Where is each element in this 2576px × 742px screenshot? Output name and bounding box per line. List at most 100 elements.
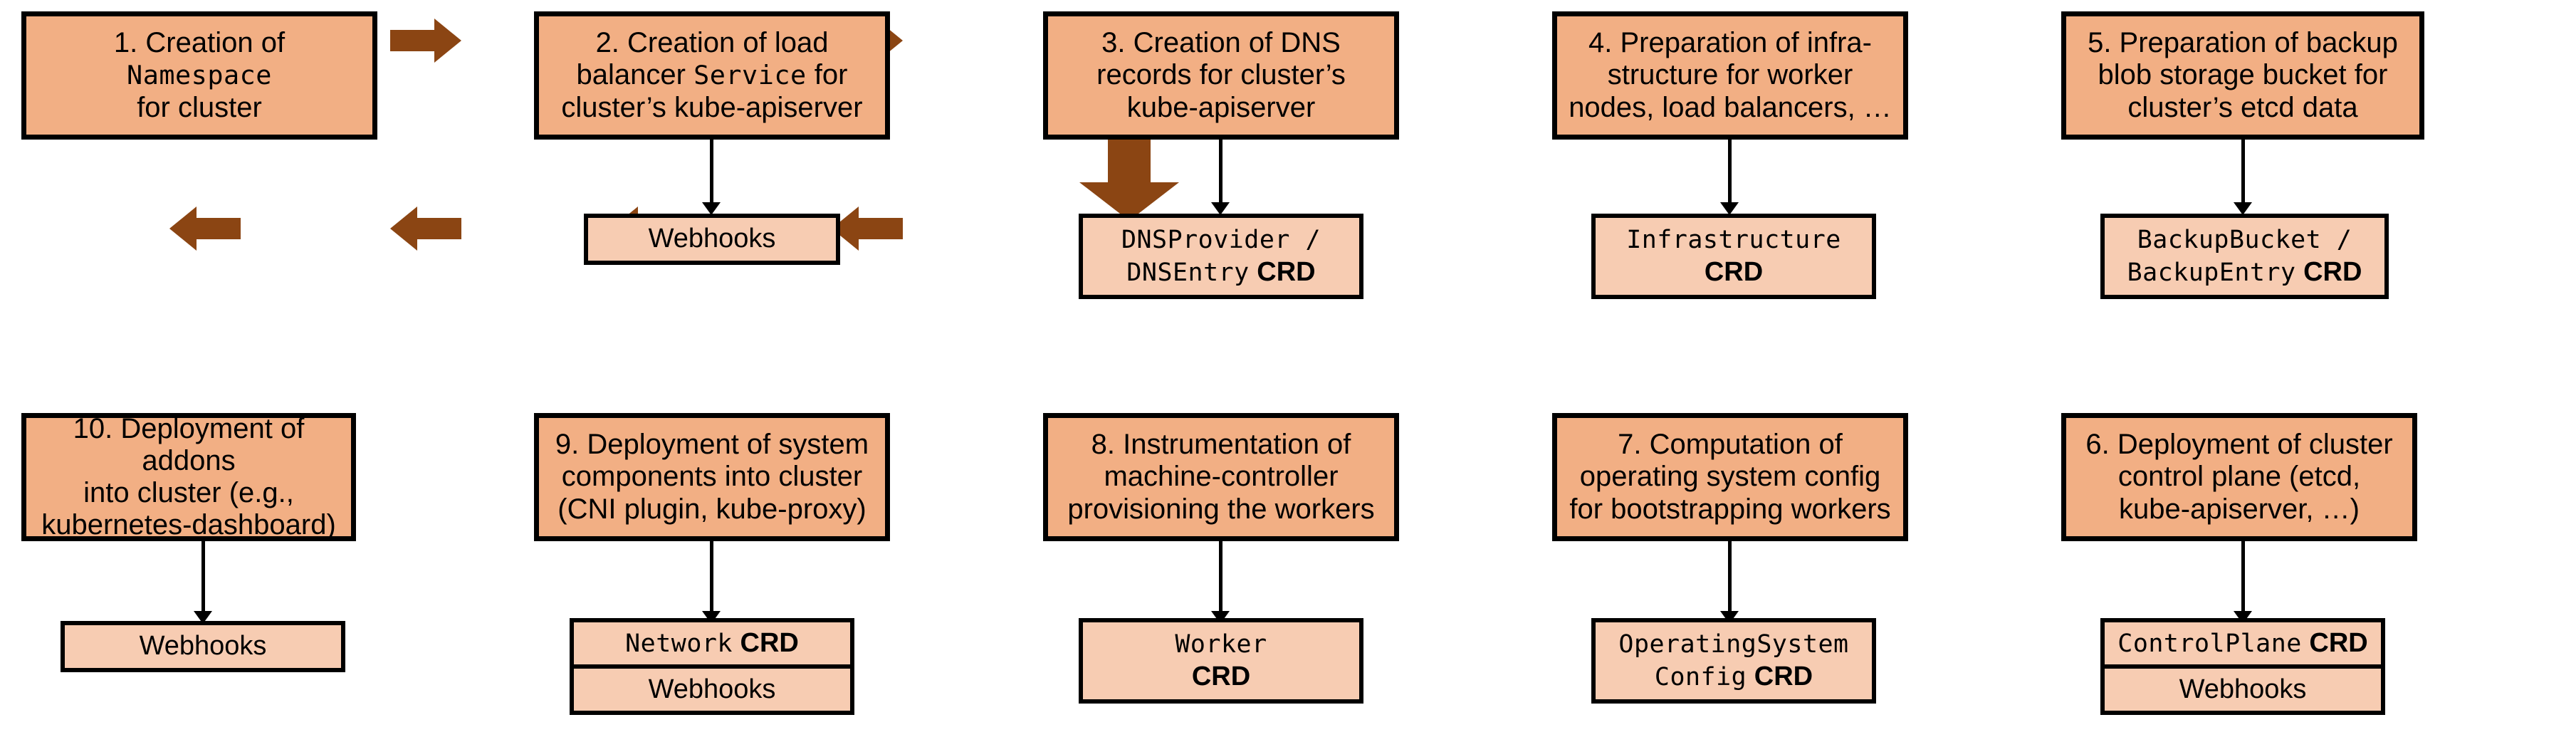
step-8-line-1: 8. Instrumentation of xyxy=(1091,429,1351,461)
artifact-step6-webhooks-label: Webhooks xyxy=(2179,674,2307,704)
step-box-8[interactable]: 8. Instrumentation of machine-controller… xyxy=(1043,413,1399,541)
connector-step2 xyxy=(710,140,713,204)
step-box-7[interactable]: 7. Computation of operating system confi… xyxy=(1552,413,1908,541)
step-9-line-3: (CNI plugin, kube-proxy) xyxy=(557,493,866,525)
connector-step3-arrowhead xyxy=(1211,202,1230,215)
step-box-2[interactable]: 2. Creation of load balancer Service for… xyxy=(534,11,890,140)
artifact-box-step3-dns-crd[interactable]: DNSProvider / DNSEntry CRD xyxy=(1079,214,1363,299)
artifact-step9-webhooks: Webhooks xyxy=(574,664,850,711)
step-8-line-3: provisioning the workers xyxy=(1067,493,1375,525)
step-box-1[interactable]: 1. Creation of Namespace for cluster xyxy=(21,11,377,140)
step-8-text: 8. Instrumentation of machine-controller… xyxy=(1054,429,1388,526)
step-2-text: 2. Creation of load balancer Service for… xyxy=(545,27,879,124)
step-3-line-2: records for cluster’s xyxy=(1096,59,1346,91)
artifact-step8-line-2: CRD xyxy=(1191,662,1251,691)
step-9-line-2: components into cluster xyxy=(561,461,863,493)
arrow-step6-to-step7 xyxy=(832,207,903,251)
artifact-box-step5-backup-crd[interactable]: BackupBucket / BackupEntry CRD xyxy=(2100,214,2389,299)
step-4-line-2: structure for worker xyxy=(1607,59,1853,91)
connector-step6 xyxy=(2241,541,2245,612)
connector-step5-arrowhead xyxy=(2234,202,2252,215)
arrow-step8-to-step9 xyxy=(390,207,461,251)
artifact-box-step2-webhooks[interactable]: Webhooks xyxy=(584,214,840,265)
artifact-step6-controlplane-crd: ControlPlane CRD xyxy=(2105,622,2381,664)
step-10-line-3: kubernetes-dashboard) xyxy=(41,509,336,541)
artifact-box-step9-network[interactable]: Network CRD Webhooks xyxy=(570,618,854,715)
step-1-line-3: for cluster xyxy=(137,91,262,123)
connector-step9 xyxy=(710,541,713,612)
connector-step7 xyxy=(1728,541,1732,612)
step-4-text: 4. Preparation of infra- structure for w… xyxy=(1563,27,1897,124)
step-box-3[interactable]: 3. Creation of DNS records for cluster’s… xyxy=(1043,11,1399,140)
step-2-line-3: cluster’s kube-apiserver xyxy=(561,91,863,123)
step-box-5[interactable]: 5. Preparation of backup blob storage bu… xyxy=(2061,11,2424,140)
artifact-step9-webhooks-label: Webhooks xyxy=(648,674,776,704)
step-7-line-3: for bootstrapping workers xyxy=(1569,493,1891,525)
artifact-step4-line-1: Infrastructure xyxy=(1626,226,1841,255)
step-6-line-3: kube-apiserver, …) xyxy=(2119,493,2360,525)
artifact-step7-line-2-bold: CRD xyxy=(1754,662,1813,691)
step-3-text: 3. Creation of DNS records for cluster’s… xyxy=(1054,27,1388,124)
artifact-step2-label: Webhooks xyxy=(648,224,776,254)
artifact-step3-line-2-bold: CRD xyxy=(1257,257,1316,287)
step-5-line-3: cluster’s etcd data xyxy=(2127,91,2358,123)
step-5-text: 5. Preparation of backup blob storage bu… xyxy=(2072,27,2414,124)
artifact-box-step7-osc-crd[interactable]: OperatingSystem Config CRD xyxy=(1591,618,1876,704)
connector-step4-arrowhead xyxy=(1720,202,1739,215)
artifact-step9-network-crd: Network CRD xyxy=(574,622,850,664)
artifact-step9-crd-bold: CRD xyxy=(740,628,799,658)
step-6-line-2: control plane (etcd, xyxy=(2117,461,2361,493)
artifact-step6-crd-mono: ControlPlane xyxy=(2117,629,2302,658)
step-10-text: 10. Deployment of addons into cluster (e… xyxy=(32,413,345,542)
step-6-line-1: 6. Deployment of cluster xyxy=(2085,429,2393,461)
step-box-9[interactable]: 9. Deployment of system components into … xyxy=(534,413,890,541)
artifact-step5-text: BackupBucket / BackupEntry CRD xyxy=(2127,224,2362,288)
step-9-text: 9. Deployment of system components into … xyxy=(545,429,879,526)
artifact-step5-line-2-bold: CRD xyxy=(2303,257,2362,287)
step-2-line-2: balancer Service for xyxy=(576,59,848,91)
artifact-step3-line-2-mono: DNSEntry xyxy=(1126,258,1250,287)
step-6-text: 6. Deployment of cluster control plane (… xyxy=(2072,429,2407,526)
artifact-box-step8-worker-crd[interactable]: Worker CRD xyxy=(1079,618,1363,704)
artifact-step6-webhooks: Webhooks xyxy=(2105,664,2381,711)
artifact-box-step10-webhooks[interactable]: Webhooks xyxy=(61,621,345,672)
step-3-line-3: kube-apiserver xyxy=(1126,91,1316,123)
connector-step2-arrowhead xyxy=(702,202,721,215)
step-2-line-1: 2. Creation of load xyxy=(595,27,829,59)
step-10-line-1: 10. Deployment of addons xyxy=(73,412,305,476)
artifact-step9-crd-mono: Network xyxy=(625,629,733,658)
connector-step5 xyxy=(2241,140,2245,204)
connector-step8 xyxy=(1219,541,1222,612)
artifact-step8-text: Worker CRD xyxy=(1175,628,1267,693)
artifact-step3-line-1: DNSProvider / xyxy=(1121,226,1321,255)
artifact-box-step4-infrastructure-crd[interactable]: Infrastructure CRD xyxy=(1591,214,1876,299)
step-3-line-1: 3. Creation of DNS xyxy=(1101,27,1341,59)
step-1-text: 1. Creation of Namespace for cluster xyxy=(32,27,367,124)
artifact-box-step6-controlplane[interactable]: ControlPlane CRD Webhooks xyxy=(2100,618,2385,715)
artifact-step4-text: Infrastructure CRD xyxy=(1626,224,1841,288)
step-box-4[interactable]: 4. Preparation of infra- structure for w… xyxy=(1552,11,1908,140)
arrow-step2-to-step3 xyxy=(390,19,461,63)
step-1-line-1: 1. Creation of xyxy=(113,27,286,59)
artifact-step3-text: DNSProvider / DNSEntry CRD xyxy=(1121,224,1321,288)
artifact-step7-line-2-mono: Config xyxy=(1654,663,1747,691)
artifact-step7-line-1: OperatingSystem xyxy=(1618,630,1849,659)
step-4-line-1: 4. Preparation of infra- xyxy=(1588,27,1872,59)
artifact-step7-text: OperatingSystem Config CRD xyxy=(1618,628,1848,693)
step-8-line-2: machine-controller xyxy=(1104,461,1339,493)
artifact-step6-crd-bold: CRD xyxy=(2309,628,2368,658)
artifact-step10-label: Webhooks xyxy=(139,631,267,662)
connector-step4 xyxy=(1728,140,1732,204)
step-10-line-2: into cluster (e.g., xyxy=(83,477,294,508)
artifact-step4-line-2: CRD xyxy=(1704,257,1764,287)
arrow-step9-to-step10 xyxy=(169,207,241,251)
connector-step3 xyxy=(1219,140,1222,204)
step-5-line-2: blob storage bucket for xyxy=(2098,59,2388,91)
step-box-6[interactable]: 6. Deployment of cluster control plane (… xyxy=(2061,413,2417,541)
step-4-line-3: nodes, load balancers, … xyxy=(1569,91,1892,123)
step-9-line-1: 9. Deployment of system xyxy=(555,429,869,461)
artifact-step8-line-1: Worker xyxy=(1175,630,1267,659)
step-7-text: 7. Computation of operating system confi… xyxy=(1563,429,1897,526)
step-box-10[interactable]: 10. Deployment of addons into cluster (e… xyxy=(21,413,356,541)
